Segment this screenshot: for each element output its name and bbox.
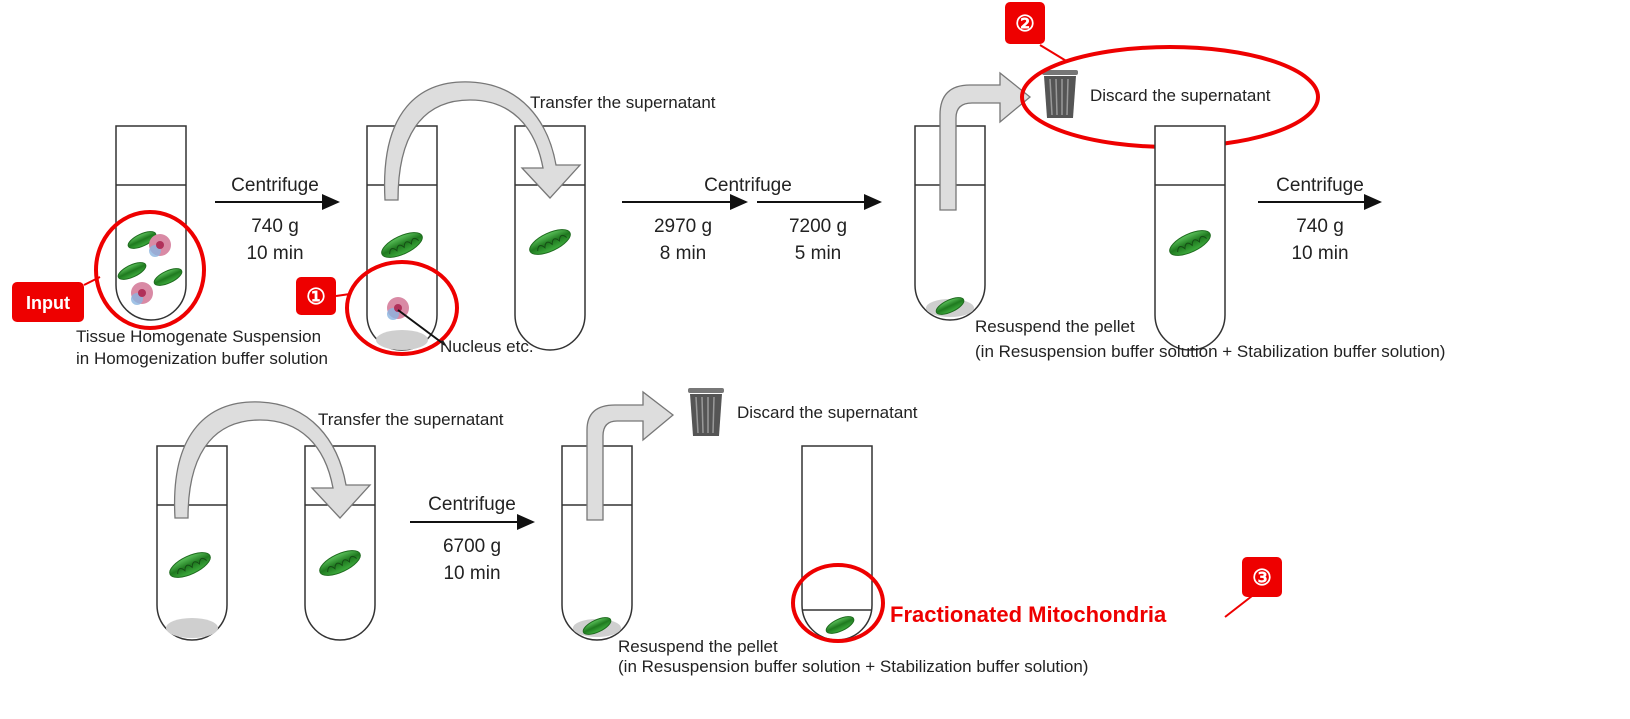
svg-text:10 min: 10 min (246, 243, 303, 264)
result-label: Fractionated Mitochondria (890, 602, 1167, 627)
nucleus-highlight (345, 260, 459, 356)
discard-arrow (939, 71, 1032, 211)
badge-1 (296, 277, 336, 315)
resuspend-label-2: Resuspend the pellet (618, 637, 778, 656)
input-badge (12, 282, 84, 322)
svg-text:10 min: 10 min (1291, 243, 1348, 264)
input-caption: Tissue Homogenate Suspension (76, 327, 321, 346)
resuspend-buffer-label: (in Resuspension buffer solution + Stabi… (975, 342, 1445, 361)
svg-text:Centrifuge: Centrifuge (704, 175, 792, 196)
discard-label-2: Discard the supernatant (737, 403, 918, 422)
svg-text:③: ③ (1252, 565, 1272, 590)
trash-icon-2 (687, 387, 725, 437)
input-caption-2: in Homogenization buffer solution (76, 349, 328, 368)
transfer-arrow (383, 81, 582, 201)
svg-text:740 g: 740 g (1296, 216, 1344, 237)
trash-icon (1041, 69, 1079, 119)
svg-text:②: ② (1015, 11, 1035, 36)
transfer-arrow-2 (173, 401, 372, 519)
svg-text:5 min: 5 min (795, 243, 841, 264)
svg-text:2970 g: 2970 g (654, 216, 712, 237)
badge-3 (1242, 557, 1282, 597)
svg-text:10 min: 10 min (443, 563, 500, 584)
svg-text:Centrifuge: Centrifuge (1276, 175, 1364, 196)
discard-label: Discard the supernatant (1090, 86, 1271, 105)
svg-text:740 g: 740 g (251, 216, 299, 237)
centrifuge-step-1: Centrifuge 740 g 10 min (215, 175, 340, 264)
svg-text:①: ① (306, 284, 326, 309)
centrifuge-step-2: Centrifuge 2970 g 8 min 7200 g 5 min (622, 175, 882, 264)
tube-pellet-2 (561, 445, 633, 641)
discard-arrow-2 (586, 390, 675, 521)
resuspend-buffer-label-2: (in Resuspension buffer solution + Stabi… (618, 657, 1088, 676)
svg-text:Centrifuge: Centrifuge (231, 175, 319, 196)
nucleus-label: Nucleus etc. (440, 337, 534, 356)
svg-text:8 min: 8 min (660, 243, 706, 264)
transfer-label-2: Transfer the supernatant (318, 410, 504, 429)
result-highlight (791, 563, 885, 643)
tube-resuspended-1 (1154, 125, 1226, 351)
transfer-label: Transfer the supernatant (530, 93, 716, 112)
centrifuge-step-4: Centrifuge 6700 g 10 min (410, 494, 535, 584)
input-highlight (94, 210, 206, 330)
tube-final-mitochondria (801, 445, 873, 641)
input-badge-label: Input (26, 293, 70, 313)
tube-input (115, 125, 187, 321)
centrifuge-step-3: Centrifuge 740 g 10 min (1258, 175, 1382, 264)
badge-2 (1005, 2, 1045, 44)
svg-text:Centrifuge: Centrifuge (428, 494, 516, 515)
tube-supernatant-1 (514, 125, 586, 351)
tube-pellet-1 (914, 125, 986, 321)
svg-text:7200 g: 7200 g (789, 216, 847, 237)
svg-text:6700 g: 6700 g (443, 536, 501, 557)
resuspend-label: Resuspend the pellet (975, 317, 1135, 336)
